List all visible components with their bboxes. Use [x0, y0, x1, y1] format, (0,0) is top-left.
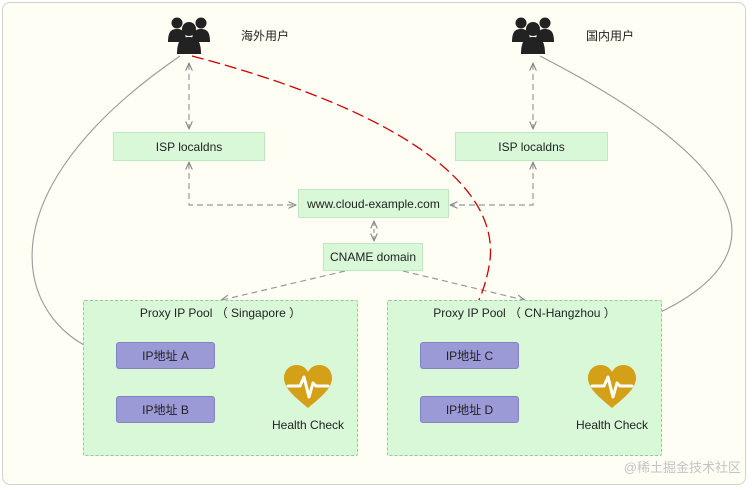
- domain-node: www.cloud-example.com: [298, 189, 449, 218]
- users-icon: [512, 17, 554, 54]
- heart-pulse-icon: [588, 365, 636, 408]
- pool-title: Proxy IP Pool （ Singapore ）: [139, 306, 302, 320]
- heart-pulse-icon: [284, 365, 332, 408]
- ip-node-d: IP地址 D: [420, 396, 519, 423]
- watermark: @稀土掘金技术社区: [623, 460, 741, 475]
- connector-cname-singapore: [222, 270, 346, 300]
- overseas-users-label: 海外用户: [241, 29, 290, 43]
- health-check-label: Health Check: [272, 418, 345, 432]
- ip-node-b: IP地址 B: [116, 396, 215, 423]
- ip-node-a: IP地址 A: [116, 342, 215, 369]
- isp-localdns-right: ISP localdns: [455, 132, 608, 161]
- connector-overseas-ip-a: [31, 55, 181, 355]
- isp-localdns-left: ISP localdns: [113, 132, 265, 161]
- cname-node: CNAME domain: [323, 243, 423, 271]
- connector-cname-hangzhou: [402, 270, 524, 300]
- pool-title: Proxy IP Pool （ CN-Hangzhou ）: [433, 306, 616, 320]
- connector-isp-left-domain: [189, 163, 295, 205]
- health-check-label: Health Check: [576, 418, 649, 432]
- domestic-users-label: 国内用户: [586, 29, 635, 43]
- ip-node-c: IP地址 C: [420, 342, 519, 369]
- users-icon: [168, 17, 210, 54]
- connector-isp-right-domain: [451, 163, 533, 205]
